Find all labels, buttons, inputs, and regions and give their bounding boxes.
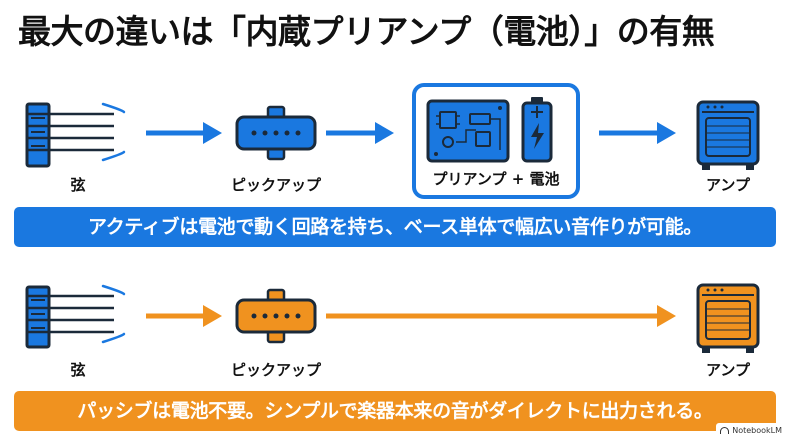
notebooklm-watermark: NotebookLM — [716, 423, 786, 438]
arrow-right-icon — [326, 122, 394, 144]
page-title: 最大の違いは「内蔵プリアンプ（電池）」の有無 — [18, 12, 715, 51]
pickup-icon — [235, 105, 317, 161]
label-preamp-battery: プリアンプ + 電池 — [432, 170, 560, 188]
notebooklm-logo-icon — [720, 427, 730, 434]
label-string: 弦 — [70, 176, 86, 194]
label-pickup: ピックアップ — [230, 176, 321, 194]
label-pickup: ピックアップ — [230, 361, 321, 379]
label-string: 弦 — [70, 361, 86, 379]
watermark-text: NotebookLM — [732, 426, 782, 435]
bass-strings-icon — [25, 102, 126, 168]
arrow-right-icon — [326, 305, 676, 327]
label-amp: アンプ — [706, 176, 750, 194]
active-description-banner: アクティブは電池で動く回路を持ち、ベース単体で幅広い音作りが可能。 — [14, 207, 776, 247]
label-amp: アンプ — [706, 361, 750, 379]
amplifier-icon — [696, 283, 760, 353]
arrow-right-icon — [599, 122, 676, 144]
passive-description-banner: パッシブは電池不要。シンプルで楽器本来の音がダイレクトに出力される。 — [14, 391, 776, 431]
bass-strings-icon — [25, 284, 126, 349]
arrow-right-icon — [146, 305, 222, 327]
amplifier-icon — [696, 100, 760, 170]
arrow-right-icon — [146, 122, 222, 144]
pickup-icon — [235, 288, 317, 344]
battery-icon — [521, 97, 553, 163]
circuit-board-icon — [426, 99, 510, 163]
